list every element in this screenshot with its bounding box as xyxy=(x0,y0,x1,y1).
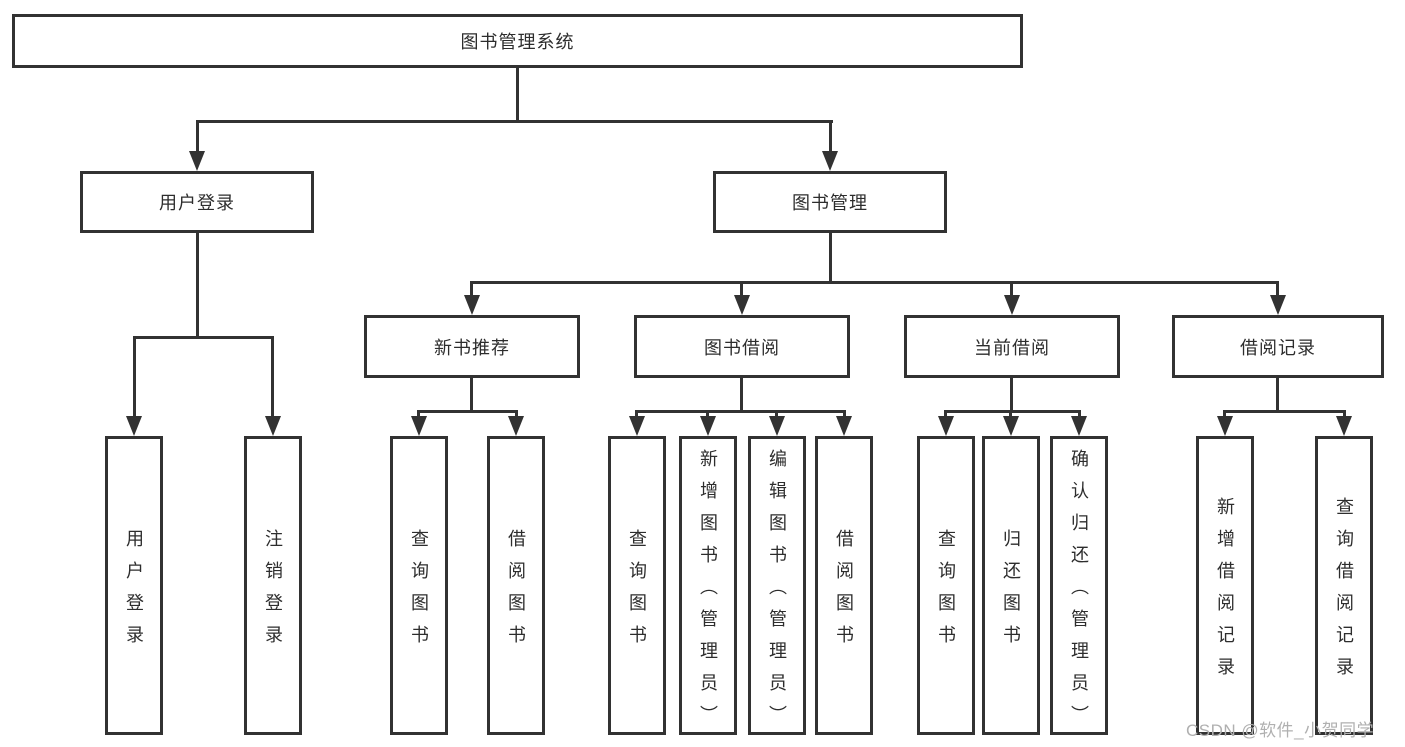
connector-line xyxy=(1010,281,1013,297)
node-new-book-recommend-label: 新书推荐 xyxy=(434,337,510,358)
leaf-current-query-book-label: 查询图书 xyxy=(936,528,956,657)
leaf-records-add-record: 新增借阅记录 xyxy=(1196,436,1254,735)
csdn-watermark: CSDN @软件_小贺同学 xyxy=(1186,721,1375,740)
node-user-login-label: 用户登录 xyxy=(159,193,235,213)
arrow-down-icon xyxy=(1071,416,1087,436)
node-book-borrow-label: 图书借阅 xyxy=(704,337,780,358)
leaf-user-login: 用户登录 xyxy=(105,436,163,735)
node-book-management: 图书管理 xyxy=(713,171,947,233)
connector-line xyxy=(516,68,519,122)
connector-line xyxy=(417,410,518,413)
leaf-user-login-label: 用户登录 xyxy=(124,528,144,657)
leaf-current-query-book: 查询图书 xyxy=(917,436,975,735)
connector-line xyxy=(470,378,473,412)
connector-line xyxy=(829,233,832,283)
arrow-down-icon xyxy=(1003,416,1019,436)
node-user-login: 用户登录 xyxy=(80,171,314,233)
leaf-records-add-record-label: 新增借阅记录 xyxy=(1215,496,1235,689)
leaf-current-confirm-return-admin: 确认归还（管理员） xyxy=(1050,436,1108,737)
arrow-down-icon xyxy=(189,151,205,171)
connector-line xyxy=(470,281,473,297)
connector-line xyxy=(1343,410,1346,420)
connector-line xyxy=(133,336,274,339)
arrow-down-icon xyxy=(629,416,645,436)
node-borrow-records-label: 借阅记录 xyxy=(1240,337,1316,358)
leaf-newbook-borrow-book: 借阅图书 xyxy=(487,436,545,735)
connector-line xyxy=(944,410,1081,413)
leaf-current-confirm-return-admin-label: 确认归还（管理员） xyxy=(1069,448,1089,737)
connector-line xyxy=(196,120,833,123)
connector-line xyxy=(775,410,778,420)
connector-line xyxy=(635,410,638,420)
connector-line xyxy=(196,233,199,338)
node-current-borrow-label: 当前借阅 xyxy=(974,337,1050,358)
connector-line xyxy=(843,410,846,420)
connector-line xyxy=(471,281,1279,284)
leaf-borrow-borrow-book: 借阅图书 xyxy=(815,436,873,735)
connector-line xyxy=(1078,410,1081,420)
arrow-down-icon xyxy=(1004,295,1020,315)
leaf-newbook-query-book: 查询图书 xyxy=(390,436,448,735)
leaf-borrow-query-book-label: 查询图书 xyxy=(627,528,647,657)
node-root: 图书管理系统 xyxy=(12,14,1023,68)
connector-line xyxy=(133,336,136,420)
connector-line xyxy=(635,410,846,413)
leaf-newbook-borrow-book-label: 借阅图书 xyxy=(506,528,526,657)
arrow-down-icon xyxy=(700,416,716,436)
arrow-down-icon xyxy=(1217,416,1233,436)
arrow-down-icon xyxy=(1336,416,1352,436)
leaf-logout-label: 注销登录 xyxy=(263,528,283,657)
leaf-borrow-edit-book-admin: 编辑图书（管理员） xyxy=(748,436,806,737)
leaf-borrow-borrow-book-label: 借阅图书 xyxy=(834,528,854,657)
connector-line xyxy=(944,410,947,420)
connector-line xyxy=(1276,281,1279,297)
node-book-borrow: 图书借阅 xyxy=(634,315,850,378)
leaf-borrow-add-book-admin-label: 新增图书（管理员） xyxy=(698,448,718,737)
connector-line xyxy=(417,410,420,420)
connector-line xyxy=(1276,378,1279,412)
leaf-borrow-edit-book-admin-label: 编辑图书（管理员） xyxy=(767,448,787,737)
arrow-down-icon xyxy=(265,416,281,436)
arrow-down-icon xyxy=(1270,295,1286,315)
leaf-current-return-book-label: 归还图书 xyxy=(1001,528,1021,657)
node-root-label: 图书管理系统 xyxy=(460,32,575,52)
node-borrow-records: 借阅记录 xyxy=(1172,315,1384,378)
connector-line xyxy=(1009,410,1012,420)
arrow-down-icon xyxy=(938,416,954,436)
connector-line xyxy=(1223,410,1226,420)
leaf-records-query-record-label: 查询借阅记录 xyxy=(1334,496,1354,689)
arrow-down-icon xyxy=(464,295,480,315)
leaf-borrow-query-book: 查询图书 xyxy=(608,436,666,735)
arrow-down-icon xyxy=(734,295,750,315)
leaf-logout: 注销登录 xyxy=(244,436,302,735)
connector-line xyxy=(271,336,274,420)
connector-line xyxy=(196,120,199,154)
arrow-down-icon xyxy=(836,416,852,436)
connector-line xyxy=(740,281,743,297)
leaf-borrow-add-book-admin: 新增图书（管理员） xyxy=(679,436,737,737)
arrow-down-icon xyxy=(411,416,427,436)
connector-line xyxy=(515,410,518,420)
arrow-down-icon xyxy=(126,416,142,436)
arrow-down-icon xyxy=(822,151,838,171)
arrow-down-icon xyxy=(508,416,524,436)
connector-line xyxy=(706,410,709,420)
node-new-book-recommend: 新书推荐 xyxy=(364,315,580,378)
leaf-records-query-record: 查询借阅记录 xyxy=(1315,436,1373,735)
connector-line xyxy=(1223,410,1346,413)
connector-line xyxy=(1010,378,1013,412)
node-current-borrow: 当前借阅 xyxy=(904,315,1120,378)
leaf-current-return-book: 归还图书 xyxy=(982,436,1040,735)
connector-line xyxy=(829,120,832,154)
leaf-newbook-query-book-label: 查询图书 xyxy=(409,528,429,657)
arrow-down-icon xyxy=(769,416,785,436)
node-book-management-label: 图书管理 xyxy=(792,193,868,213)
connector-line xyxy=(740,378,743,412)
